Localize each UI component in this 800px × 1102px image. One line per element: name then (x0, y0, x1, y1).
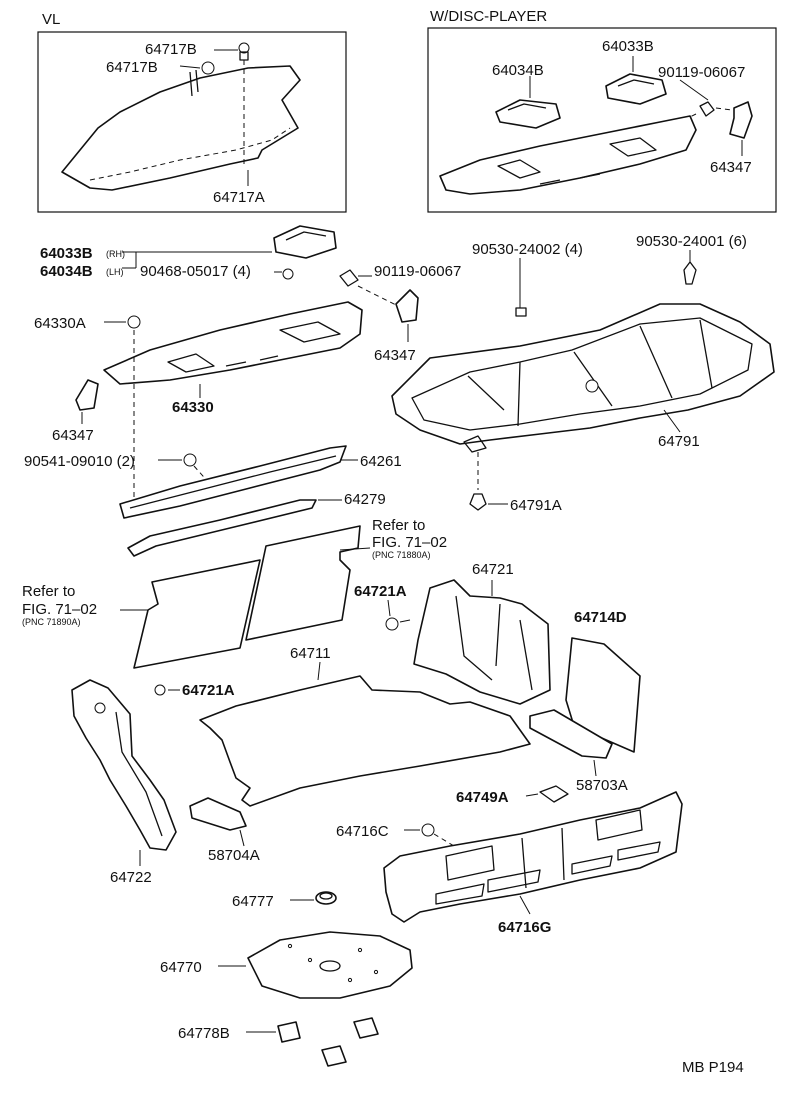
clip-64717B-top (238, 42, 250, 54)
label-64330: 64330 (172, 399, 214, 416)
label-64330A: 64330A (34, 315, 86, 332)
label-64721A-2: 64721A (182, 682, 235, 699)
vl-package-tray (61, 65, 301, 191)
part-64033B-disc (605, 73, 667, 105)
bracket-64347-disc (729, 101, 753, 139)
label-64749A: 64749A (456, 789, 509, 806)
cover-64033B (273, 225, 337, 259)
tray-64330 (103, 301, 363, 385)
label-64034B-lh: 64034B (40, 263, 93, 280)
label-64722: 64722 (110, 869, 152, 886)
vl-frame (37, 31, 347, 213)
label-58703A: 58703A (576, 777, 628, 794)
cover-64770 (247, 931, 413, 999)
label-64717B-1: 64717B (145, 41, 197, 58)
weatherstrip-group: 90541-09010 (2) 64261 64279 (24, 445, 402, 557)
bracket-64347-a (395, 289, 419, 323)
disc-frame (427, 27, 777, 213)
strip-64279 (127, 499, 317, 557)
label-90468: 90468-05017 (4) (140, 263, 251, 280)
label-64347-disc: 64347 (710, 159, 752, 176)
pad-64778B-2 (353, 1017, 379, 1039)
grommet-64777 (315, 891, 337, 905)
mat-64711 (199, 675, 531, 807)
screw-90541 (183, 453, 197, 467)
label-refer-r3: (PNC 71880A) (372, 550, 431, 560)
label-64033B-rh: 64033B (40, 245, 93, 262)
side-trim-right-group: 64721A 64721 64714D (354, 561, 641, 759)
label-64770: 64770 (160, 959, 202, 976)
label-64778B: 64778B (178, 1025, 230, 1042)
separator-panels: Refer to FIG. 71–02 (PNC 71880A) Refer t… (22, 517, 447, 669)
clip-64721A-1 (385, 617, 399, 631)
clip-64330A (127, 315, 141, 329)
label-58704A: 58704A (208, 847, 260, 864)
screw-90468 (282, 268, 294, 280)
trunk-lid-lining-group: 90530-24002 (4) 90530-24001 (6) 64791 64… (391, 233, 775, 514)
label-rh: (RH) (106, 249, 125, 259)
label-90530-24002: 90530-24002 (4) (472, 241, 583, 258)
disc-package-tray (439, 115, 697, 195)
label-90530-24001: 90530-24001 (6) (636, 233, 747, 250)
label-64721A-1: 64721A (354, 583, 407, 600)
separator-left (133, 559, 261, 669)
clip-64721A-2 (154, 684, 166, 696)
pad-64778B-3 (321, 1045, 347, 1067)
package-tray-group: 64033B (RH) 64034B (LH) 90468-05017 (4) … (34, 225, 461, 504)
trim-64722 (71, 679, 177, 851)
label-refer-l1: Refer to (22, 583, 75, 600)
label-90119-disc: 90119-06067 (658, 64, 745, 81)
lining-64791 (391, 303, 775, 445)
label-refer-r1: Refer to (372, 517, 425, 534)
vl-title: VL (42, 11, 60, 28)
clip-64716C (421, 823, 435, 837)
spare-cover-group: 64777 64770 (160, 891, 413, 999)
label-64716G: 64716G (498, 919, 551, 936)
label-64791: 64791 (658, 433, 700, 450)
separator-right (245, 525, 361, 641)
label-64721: 64721 (472, 561, 514, 578)
panel-64716G (383, 791, 683, 923)
clip-64717B-side (201, 61, 215, 75)
label-64717B-2: 64717B (106, 59, 158, 76)
disc-title: W/DISC-PLAYER (430, 8, 547, 25)
label-64791A: 64791A (510, 497, 562, 514)
label-64261: 64261 (360, 453, 402, 470)
back-panel-group: 64749A 58703A 64716C 64716G (336, 759, 683, 936)
trim-64714D (565, 637, 641, 753)
clip-90119 (339, 269, 359, 287)
label-64034B-disc: 64034B (492, 62, 544, 79)
floor-mat-group: 64711 58704A (189, 645, 531, 864)
pads-group: 64778B (178, 1017, 379, 1067)
label-64347-a: 64347 (374, 347, 416, 364)
label-90541: 90541-09010 (2) (24, 453, 135, 470)
label-64717A: 64717A (213, 189, 265, 206)
label-64279: 64279 (344, 491, 386, 508)
label-refer-l3: (PNC 71890A) (22, 617, 81, 627)
trim-64721 (413, 579, 551, 705)
label-64711: 64711 (290, 645, 331, 662)
vl-section: VL 64717B 64717B 64717A (37, 11, 347, 213)
label-64347-b: 64347 (52, 427, 94, 444)
label-64777: 64777 (232, 893, 274, 910)
pad-64778B-1 (277, 1021, 301, 1043)
disc-player-section: W/DISC-PLAYER 64034B 64033B 90119-06067 … (427, 8, 777, 213)
side-trim-left-group: 64721A 64722 (71, 679, 235, 886)
label-64033B-disc: 64033B (602, 38, 654, 55)
diagram-code: MB P194 (682, 1059, 744, 1076)
clip-90530-24001 (683, 261, 697, 285)
clip-90119-disc (699, 101, 715, 117)
bracket-64347-b (75, 379, 99, 411)
label-64716C: 64716C (336, 823, 389, 840)
plate-58704A (189, 797, 247, 831)
label-refer-r2: FIG. 71–02 (372, 534, 447, 551)
label-lh: (LH) (106, 267, 124, 277)
clip-64749A (539, 785, 569, 803)
label-64714D: 64714D (574, 609, 627, 626)
label-refer-l2: FIG. 71–02 (22, 601, 97, 618)
clip-64791A (469, 493, 487, 511)
plate-58703A (529, 709, 613, 759)
label-90119: 90119-06067 (374, 263, 461, 280)
